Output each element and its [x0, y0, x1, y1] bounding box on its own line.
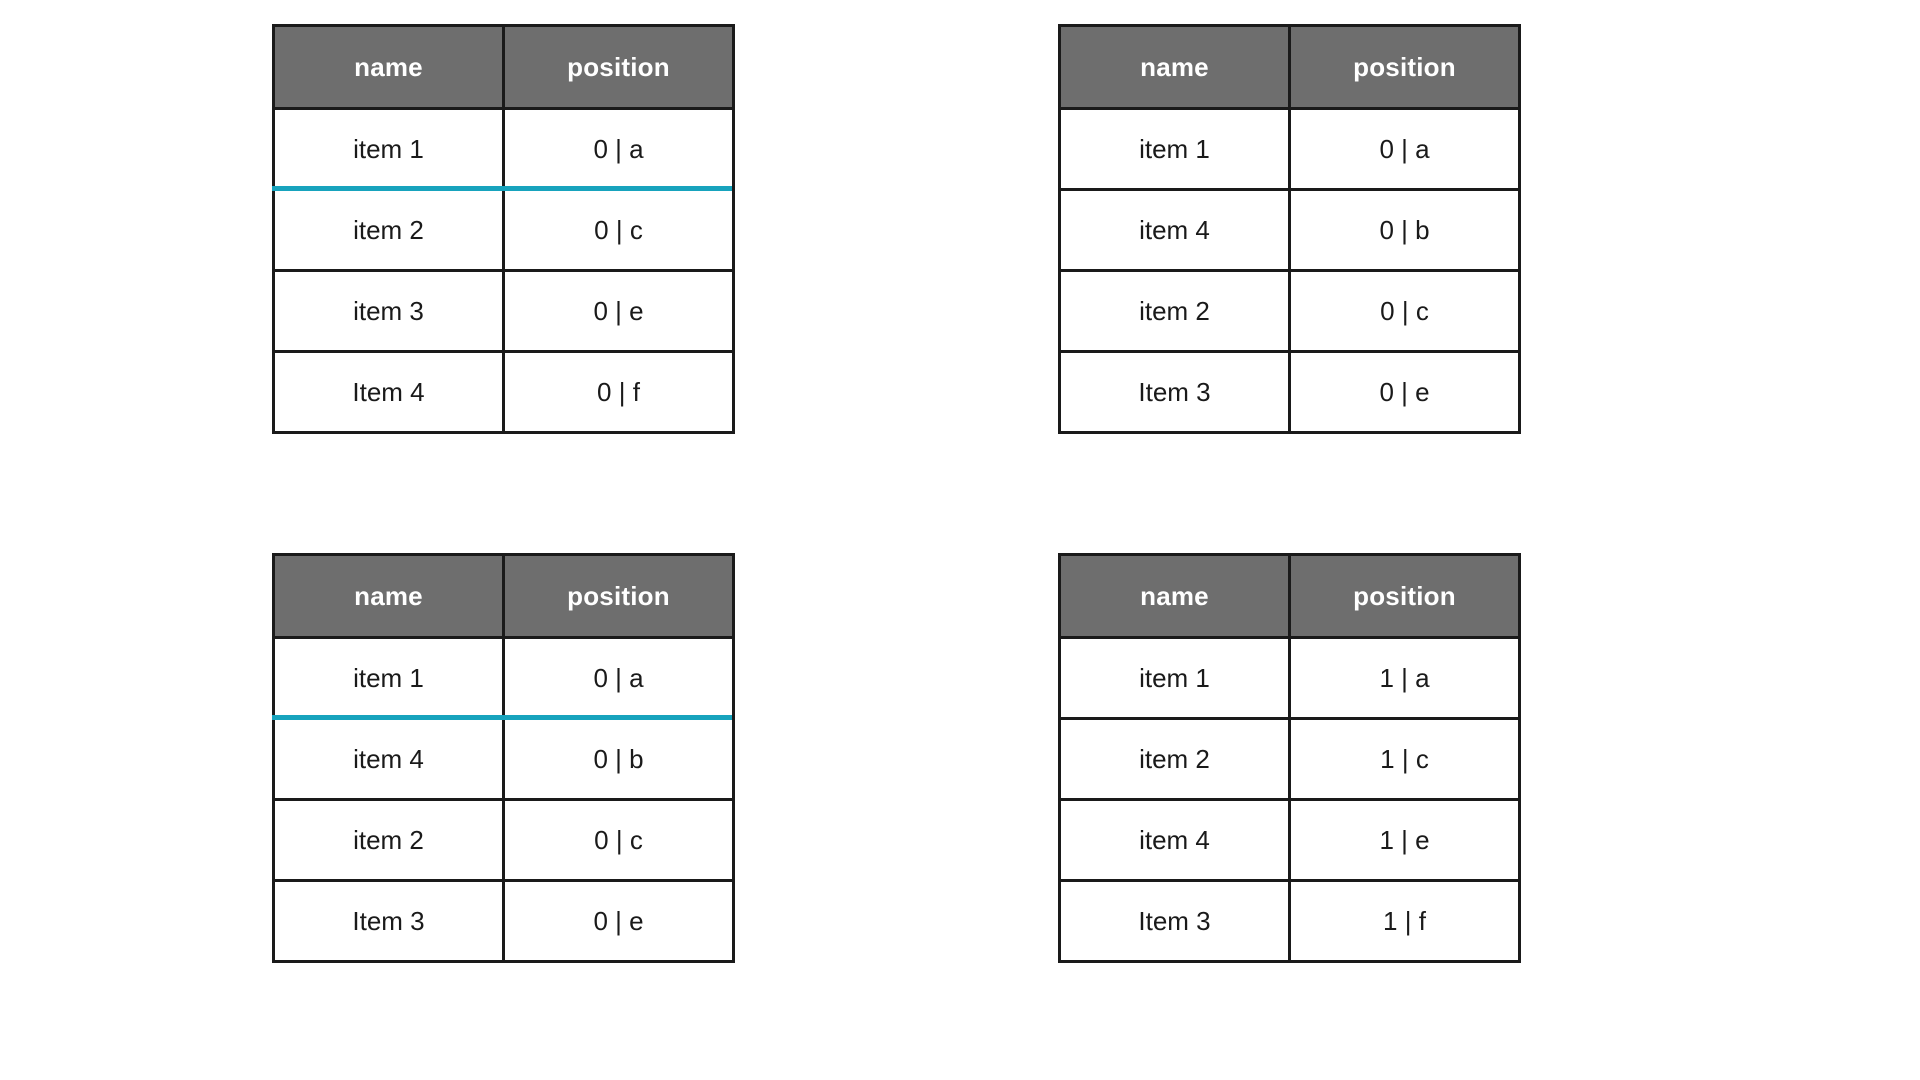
cell-position[interactable]: 0 | c — [502, 188, 735, 272]
table-row[interactable]: item 1 1 | a — [1058, 636, 1521, 720]
column-header-position[interactable]: position — [1288, 24, 1521, 110]
header-row: name position — [272, 24, 735, 110]
column-header-position[interactable]: position — [502, 553, 735, 639]
position-value: 0 | a — [593, 133, 644, 164]
table-header: name position — [272, 553, 735, 639]
table-row[interactable]: Item 3 1 | f — [1058, 879, 1521, 963]
cell-position[interactable]: 1 | e — [1288, 798, 1521, 882]
cell-name[interactable]: Item 4 — [272, 350, 505, 434]
position-value: 1 | e — [1379, 824, 1430, 855]
cell-name[interactable]: item 4 — [1058, 188, 1291, 272]
cell-position[interactable]: 0 | f — [502, 350, 735, 434]
cell-position[interactable]: 1 | a — [1288, 636, 1521, 720]
cell-name[interactable]: item 4 — [1058, 798, 1291, 882]
cell-name[interactable]: Item 3 — [1058, 350, 1291, 434]
table-row[interactable]: item 4 1 | e — [1058, 798, 1521, 882]
table-row[interactable]: Item 3 0 | e — [1058, 350, 1521, 434]
table-row[interactable]: item 4 0 | b — [1058, 188, 1521, 272]
table-row[interactable]: item 2 0 | c — [272, 188, 735, 272]
position-value: 0 | c — [594, 214, 643, 245]
cell-position[interactable]: 0 | b — [1288, 188, 1521, 272]
table-body: item 1 1 | a item 2 1 | c item 4 1 | e Item 3 1… — [1058, 636, 1521, 963]
cell-name[interactable]: Item 3 — [272, 879, 505, 963]
table-header: name position — [1058, 553, 1521, 639]
position-value: 0 | e — [1379, 376, 1430, 407]
cell-position[interactable]: 0 | c — [502, 798, 735, 882]
column-header-position[interactable]: position — [1288, 553, 1521, 639]
header-row: name position — [1058, 24, 1521, 110]
table-row[interactable]: Item 4 0 | f — [272, 350, 735, 434]
table-row[interactable]: item 1 0 | a — [272, 636, 735, 720]
table-row[interactable]: item 2 1 | c — [1058, 717, 1521, 801]
cell-name[interactable]: item 4 — [272, 717, 505, 801]
column-header-name[interactable]: name — [1058, 24, 1291, 110]
position-value: 0 | b — [1379, 214, 1430, 245]
cell-position[interactable]: 0 | b — [502, 717, 735, 801]
table-row[interactable]: item 2 0 | c — [1058, 269, 1521, 353]
cell-name[interactable]: item 1 — [272, 107, 505, 191]
cell-name[interactable]: item 1 — [1058, 636, 1291, 720]
column-header-position[interactable]: position — [502, 24, 735, 110]
table-row[interactable]: item 1 0 | a — [272, 107, 735, 191]
column-header-name[interactable]: name — [272, 553, 505, 639]
cell-name[interactable]: item 2 — [1058, 269, 1291, 353]
cell-position[interactable]: 1 | c — [1288, 717, 1521, 801]
cell-name[interactable]: item 2 — [272, 798, 505, 882]
table-body: item 1 0 | a item 4 0 | b item 2 0 | c Item 3 0… — [1058, 107, 1521, 434]
table-row[interactable]: item 1 0 | a — [1058, 107, 1521, 191]
table-body: item 1 0 | a item 4 0 | b item 2 0 | c Item 3 0… — [272, 636, 735, 963]
position-value: 0 | e — [593, 905, 644, 936]
cell-position[interactable]: 0 | a — [502, 636, 735, 720]
position-value: 1 | a — [1379, 662, 1430, 693]
table-body: item 1 0 | a item 2 0 | c item 3 0 | e Item 4 0… — [272, 107, 735, 434]
table-header: name position — [1058, 24, 1521, 110]
cell-name[interactable]: item 1 — [1058, 107, 1291, 191]
cell-name[interactable]: item 1 — [272, 636, 505, 720]
table-row[interactable]: item 3 0 | e — [272, 269, 735, 353]
cell-position[interactable]: 0 | c — [1288, 269, 1521, 353]
cell-name[interactable]: item 2 — [272, 188, 505, 272]
cell-name[interactable]: Item 3 — [1058, 879, 1291, 963]
position-value: 0 | a — [1379, 133, 1430, 164]
cell-position[interactable]: 0 | a — [1288, 107, 1521, 191]
position-value: 0 | c — [594, 824, 643, 855]
header-row: name position — [1058, 553, 1521, 639]
position-value: 1 | c — [1380, 743, 1429, 774]
cell-name[interactable]: item 3 — [272, 269, 505, 353]
cell-position[interactable]: 0 | e — [502, 879, 735, 963]
position-value: 0 | c — [1380, 295, 1429, 326]
position-value: 0 | e — [593, 295, 644, 326]
column-header-name[interactable]: name — [272, 24, 505, 110]
header-row: name position — [272, 553, 735, 639]
position-value: 0 | b — [593, 743, 644, 774]
cell-position[interactable]: 0 | a — [502, 107, 735, 191]
cell-position[interactable]: 1 | f — [1288, 879, 1521, 963]
column-header-name[interactable]: name — [1058, 553, 1291, 639]
table-row[interactable]: item 2 0 | c — [272, 798, 735, 882]
table-header: name position — [272, 24, 735, 110]
cell-position[interactable]: 0 | e — [502, 269, 735, 353]
position-value: 1 | f — [1383, 905, 1426, 936]
position-value: 0 | a — [593, 662, 644, 693]
cell-name[interactable]: item 2 — [1058, 717, 1291, 801]
table-row[interactable]: item 4 0 | b — [272, 717, 735, 801]
table-row[interactable]: Item 3 0 | e — [272, 879, 735, 963]
position-value: 0 | f — [597, 376, 640, 407]
cell-position[interactable]: 0 | e — [1288, 350, 1521, 434]
